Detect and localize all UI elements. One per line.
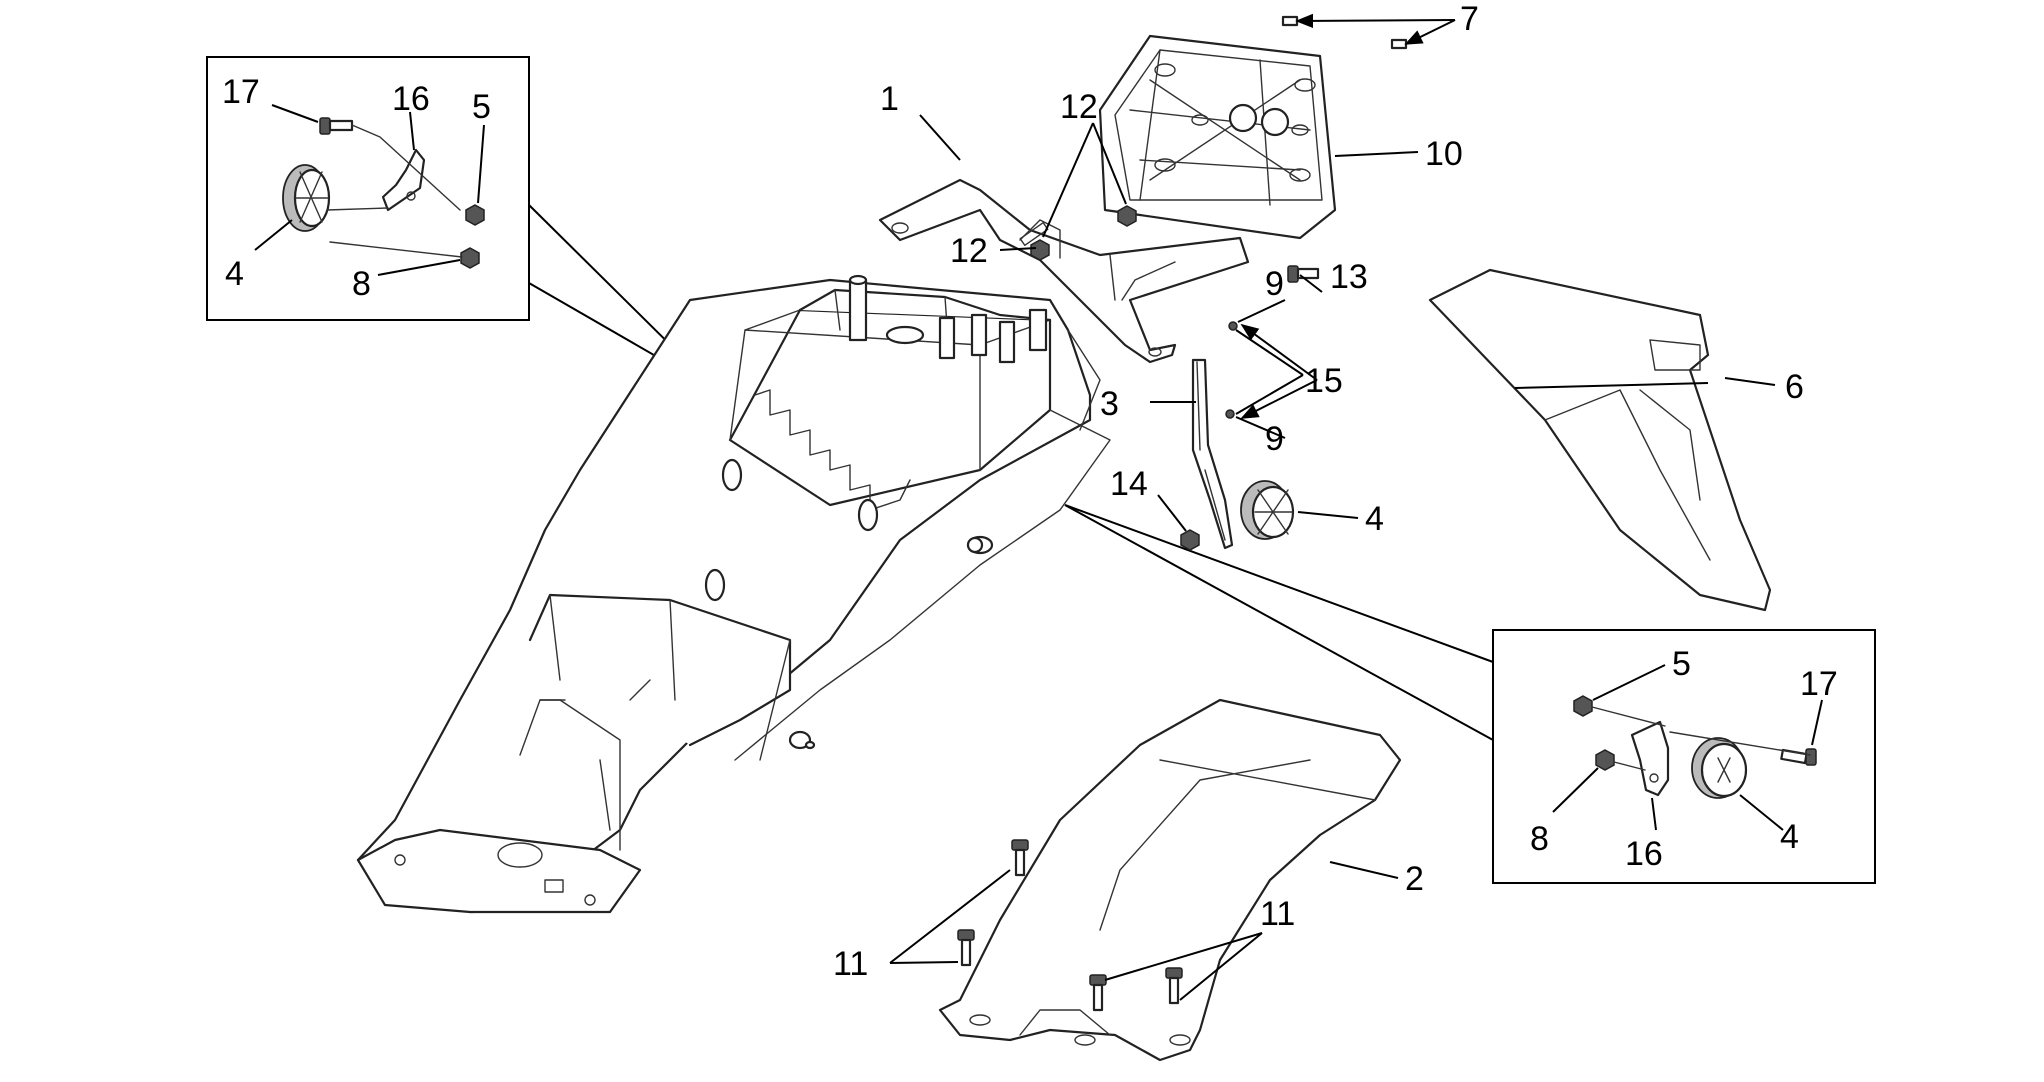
callout-11-left: 11	[833, 945, 868, 983]
callout-17-left: 17	[222, 73, 260, 111]
callout-2: 2	[1405, 860, 1424, 898]
rear-frame-tray	[356, 274, 1111, 914]
callout-3: 3	[1100, 385, 1119, 423]
callout-13: 13	[1330, 258, 1368, 296]
callout-4-right: 4	[1780, 818, 1799, 856]
callout-1: 1	[880, 80, 899, 118]
leader-lines	[889, 13, 1776, 1001]
callout-16-left: 16	[392, 80, 430, 118]
detail-inset-left: 17 16 5 4 8	[206, 56, 719, 393]
callout-11-right: 11	[1260, 895, 1295, 933]
mudguard-part-6	[1428, 268, 1772, 612]
callout-6: 6	[1785, 368, 1804, 406]
reflector-part-4-left	[282, 164, 331, 232]
nut-part-8-right	[1595, 749, 1615, 771]
callout-10: 10	[1425, 135, 1463, 173]
reflector-part-4-right	[1691, 737, 1748, 799]
screw-part-17-left	[319, 117, 354, 135]
callout-7: 7	[1460, 0, 1479, 38]
nut-part-14	[1180, 529, 1200, 551]
inset-box-left	[206, 56, 530, 321]
rear-fender-part-2	[938, 698, 1402, 1062]
callout-16-right: 16	[1625, 835, 1663, 873]
reflector-bracket-part-3	[1191, 321, 1238, 550]
nut-part-8-left	[460, 247, 480, 269]
callout-4-main: 4	[1365, 500, 1384, 538]
reflector-part-4-main	[1240, 480, 1295, 540]
bracket-part-16-right	[1630, 720, 1670, 797]
nut-part-12-top	[1117, 205, 1137, 227]
inset-box-right	[1492, 629, 1876, 884]
nut-part-12-bottom	[1030, 239, 1050, 261]
callout-5-left: 5	[472, 88, 491, 126]
screw-part-11	[957, 839, 1183, 1012]
callout-17-right: 17	[1800, 665, 1838, 703]
plate-holder-part-10	[1098, 34, 1337, 240]
bracket-part-16-left	[381, 148, 426, 212]
callout-9-top: 9	[1265, 265, 1284, 303]
support-bracket-part-1	[878, 178, 1250, 364]
callout-8-right: 8	[1530, 820, 1549, 858]
callout-12-top: 12	[1060, 88, 1098, 126]
callout-9-bottom: 9	[1265, 420, 1284, 458]
callout-5-right: 5	[1672, 645, 1691, 683]
callout-15: 15	[1305, 362, 1343, 400]
callout-14: 14	[1110, 465, 1148, 503]
screw-part-13	[1287, 265, 1320, 283]
detail-inset-right: 5 17 8 16 4	[1064, 504, 1876, 884]
nut-part-5-right	[1573, 695, 1593, 717]
callout-4-left: 4	[225, 255, 244, 293]
callout-12-bottom: 12	[950, 232, 988, 270]
callout-8-left: 8	[352, 265, 371, 303]
nut-part-5-left	[465, 204, 485, 226]
